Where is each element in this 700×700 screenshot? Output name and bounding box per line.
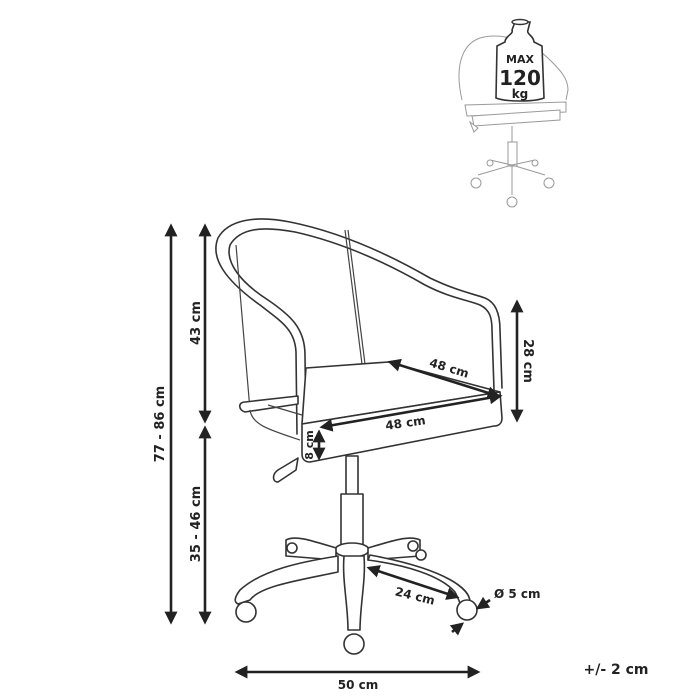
max-weight-badge: MAX 120 kg <box>495 18 545 102</box>
dimension-wheel-diameter: Ø 5 cm <box>449 587 541 636</box>
dimension-backrest-height: 43 cm <box>189 223 212 424</box>
dimension-total-height: 77 - 86 cm <box>153 223 178 625</box>
svg-text:77 - 86 cm: 77 - 86 cm <box>153 386 168 462</box>
badge-max: MAX <box>506 53 534 66</box>
dimension-seat-thickness: 8 cm <box>303 429 326 461</box>
svg-text:35 - 46 cm: 35 - 46 cm <box>189 486 204 562</box>
svg-text:8 cm: 8 cm <box>303 430 316 459</box>
dimension-leg-length: 24 cm <box>366 565 460 608</box>
dimension-armrest-height: 28 cm <box>510 299 535 423</box>
tolerance-note: +/- 2 cm <box>583 662 648 678</box>
badge-unit: kg <box>512 87 529 101</box>
svg-text:28 cm: 28 cm <box>520 339 535 383</box>
svg-text:43 cm: 43 cm <box>189 301 204 345</box>
dimension-seat-width: 48 cm <box>319 391 503 433</box>
badge-weight: 120 <box>499 66 541 90</box>
svg-text:Ø 5 cm: Ø 5 cm <box>494 587 541 601</box>
dimension-seat-height: 35 - 46 cm <box>189 425 212 625</box>
chair-illustration <box>215 218 503 655</box>
svg-text:48 cm: 48 cm <box>384 413 426 433</box>
svg-text:50 cm: 50 cm <box>338 678 379 692</box>
dimension-base-width: 50 cm <box>234 665 481 692</box>
